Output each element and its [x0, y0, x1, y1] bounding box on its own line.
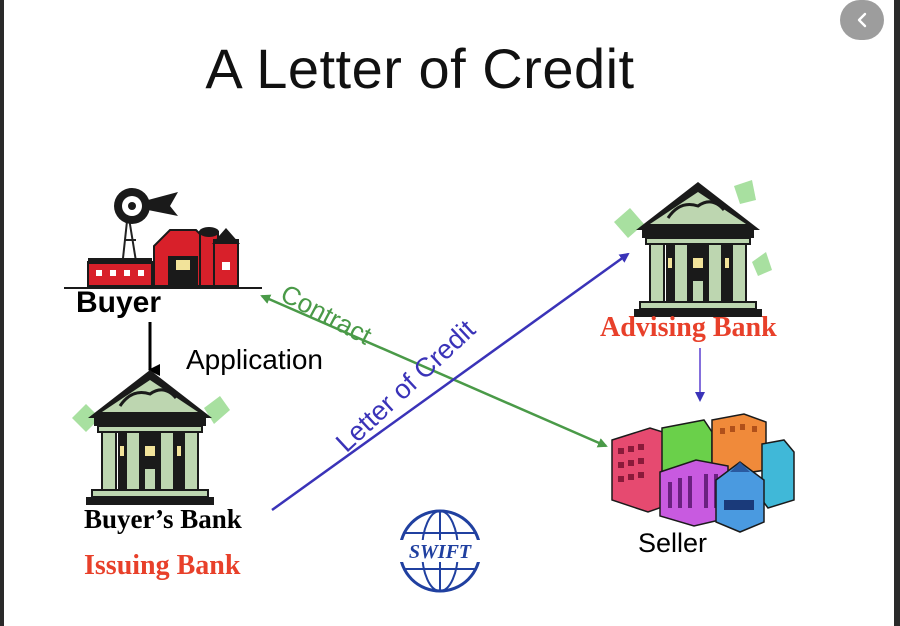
swift-globe-icon: SWIFT	[398, 509, 482, 593]
page-title: A Letter of Credit	[205, 37, 635, 100]
letter-of-credit-arrow	[271, 252, 630, 512]
left-border	[0, 0, 4, 626]
seller-label: Seller	[638, 528, 708, 558]
contract-arrow	[260, 294, 608, 448]
right-border	[894, 0, 900, 626]
advising-bank-label: Advising Bank	[600, 312, 777, 343]
chevron-left-icon	[857, 12, 867, 28]
buyers-bank-label: Buyer’s Bank	[84, 504, 242, 534]
buyer-label: Buyer	[76, 286, 162, 319]
application-label: Application	[186, 344, 323, 375]
city-buildings-icon	[611, 413, 795, 533]
previous-button[interactable]	[840, 0, 884, 40]
bank-building-icon	[72, 368, 230, 507]
windmill-farm-icon	[64, 188, 262, 289]
bank-building-icon	[614, 180, 772, 319]
issuing-bank-label: Issuing Bank	[84, 550, 241, 581]
swift-logo-text: SWIFT	[409, 541, 472, 563]
